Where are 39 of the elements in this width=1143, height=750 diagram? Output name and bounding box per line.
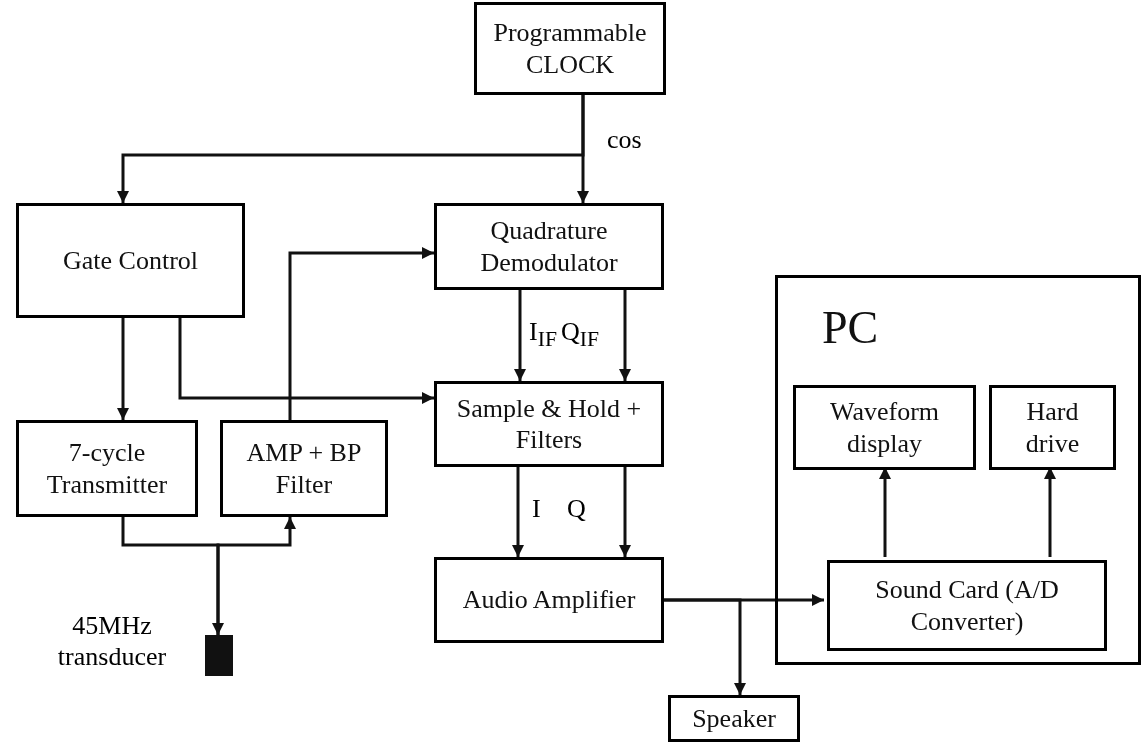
- component-caption: 45MHz transducer: [56, 610, 168, 673]
- block-label: Programmable CLOCK: [492, 17, 648, 80]
- arrow: [178, 318, 434, 404]
- arrow: [216, 517, 296, 635]
- block-label: Sound Card (A/D Converter): [874, 574, 1060, 637]
- block-box: [474, 2, 666, 95]
- block-box: [989, 385, 1116, 470]
- block-box: [793, 385, 976, 470]
- group-title: PC: [822, 301, 879, 355]
- arrow: [619, 467, 631, 557]
- block-label: Quadrature Demodulator: [479, 215, 619, 278]
- transducer-block: [205, 635, 233, 676]
- block-label: Gate Control: [63, 244, 198, 277]
- arrow: [512, 467, 524, 557]
- block-box: [220, 420, 388, 517]
- arrow: [879, 467, 891, 557]
- block-label: Hard drive: [1024, 396, 1081, 459]
- arrow: [1044, 467, 1056, 557]
- arrow: [619, 290, 631, 381]
- block-label: 7-cycle Transmitter: [45, 437, 169, 500]
- arrow: [288, 247, 434, 420]
- block-box: [434, 203, 664, 290]
- block-label: Speaker: [692, 702, 776, 735]
- arrow: [514, 290, 526, 381]
- block-box: [434, 557, 664, 643]
- block-box: [827, 560, 1107, 651]
- block-label: Waveform display: [828, 396, 941, 459]
- block-label: Sample & Hold + Filters: [455, 392, 643, 456]
- arrow: [664, 598, 746, 695]
- block-box: [16, 420, 198, 517]
- pc-group-box: [775, 275, 1141, 665]
- block-box: [434, 381, 664, 467]
- arrow: [117, 95, 585, 203]
- block-box: [668, 695, 800, 742]
- block-label: Audio Amplifier: [462, 584, 636, 616]
- block-label: AMP + BP Filter: [245, 437, 363, 500]
- block-box: [16, 203, 245, 318]
- arrow: [117, 318, 129, 420]
- arrow: [121, 517, 224, 635]
